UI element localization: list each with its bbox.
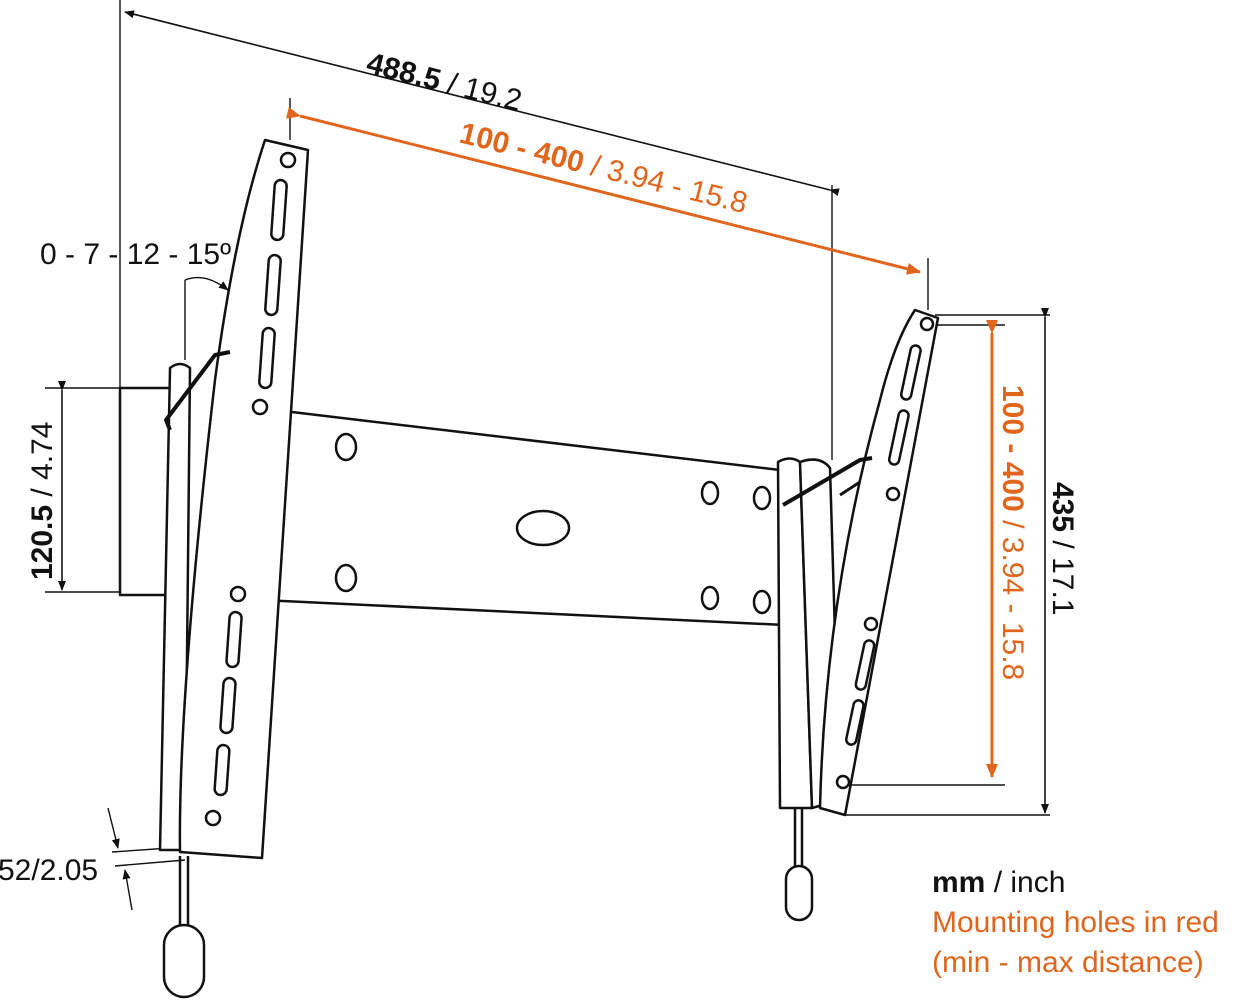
depth-arrow-bottom	[122, 869, 133, 911]
legend-mounting-holes: Mounting holes in red	[932, 906, 1219, 939]
wall-plate-height-mm: 120.5	[26, 505, 59, 580]
hole-width-dimension	[285, 107, 921, 275]
legend-units-mm: mm	[932, 866, 985, 899]
wall-plate	[118, 386, 172, 597]
left-release-handle	[162, 856, 206, 999]
left-plate-slots	[204, 151, 297, 827]
hole-width-mm: 100 - 400	[456, 117, 587, 180]
overall-width-inch: / 19.2	[444, 67, 525, 117]
overall-width-mm: 488.5	[363, 47, 444, 97]
overall-height-label: 435 / 17.1	[1046, 482, 1079, 615]
tilt-label: 0 - 7 - 12 - 15º	[40, 238, 231, 271]
legend-units: mm / inch	[932, 866, 1065, 899]
depth-label: 52/2.05	[0, 854, 98, 887]
mount-drawing	[118, 138, 940, 999]
overall-height-mm: 435	[1046, 482, 1079, 532]
right-tv-plate	[818, 308, 940, 817]
overall-width-label: 488.5 / 19.2	[363, 47, 525, 118]
legend: mm / inch Mounting holes in red (min - m…	[932, 866, 1219, 979]
legend-units-inch: / inch	[985, 866, 1065, 899]
depth-arrow-top	[107, 807, 120, 849]
wall-plate-height-inch: / 4.74	[26, 422, 59, 497]
tilt-angle-arc	[184, 276, 228, 360]
right-hook-inner	[839, 480, 861, 497]
left-hook	[164, 350, 231, 431]
wall-plate-height-label: 120.5 / 4.74	[26, 422, 59, 580]
right-plate-slots	[835, 316, 935, 790]
right-hook	[781, 456, 873, 507]
legend-min-max: (min - max distance)	[932, 946, 1204, 979]
left-tv-plate	[178, 138, 310, 860]
right-release-handle	[784, 808, 814, 922]
overall-height-inch: / 17.1	[1046, 540, 1079, 615]
hole-height-label: 100 - 400 / 3.94 - 15.8	[996, 385, 1029, 680]
hole-height-mm: 100 - 400	[996, 385, 1029, 512]
hole-height-inch: / 3.94 - 15.8	[996, 520, 1029, 680]
